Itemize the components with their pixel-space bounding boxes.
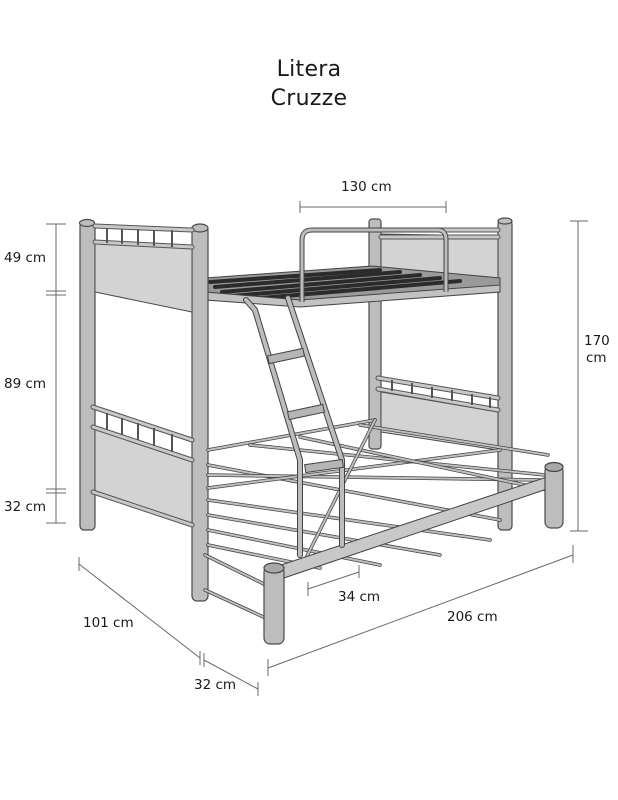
front-left-frame xyxy=(78,218,209,602)
dimension-lines xyxy=(46,201,588,696)
ladder xyxy=(243,295,345,558)
dimension-depth: 101 cm xyxy=(83,615,134,631)
back-frame xyxy=(368,217,513,531)
dimension-total-height-value: 170 xyxy=(584,333,610,349)
dimension-total-height-unit: cm xyxy=(586,350,607,366)
dimension-bunk-spacing: 89 cm xyxy=(4,376,47,392)
dimension-top-width: 130 cm xyxy=(341,179,392,195)
top-bunk xyxy=(204,227,501,308)
dimension-top-rail-height: 49 cm xyxy=(4,250,47,266)
diagram-title-line1: Litera xyxy=(276,57,342,82)
dimension-extension: 32 cm xyxy=(194,677,237,693)
dimension-bottom-height: 32 cm xyxy=(4,499,47,515)
diagram-title-line2: Cruzze xyxy=(270,86,348,111)
dimension-length: 206 cm xyxy=(447,609,498,625)
dimension-ladder-offset: 34 cm xyxy=(338,589,381,605)
